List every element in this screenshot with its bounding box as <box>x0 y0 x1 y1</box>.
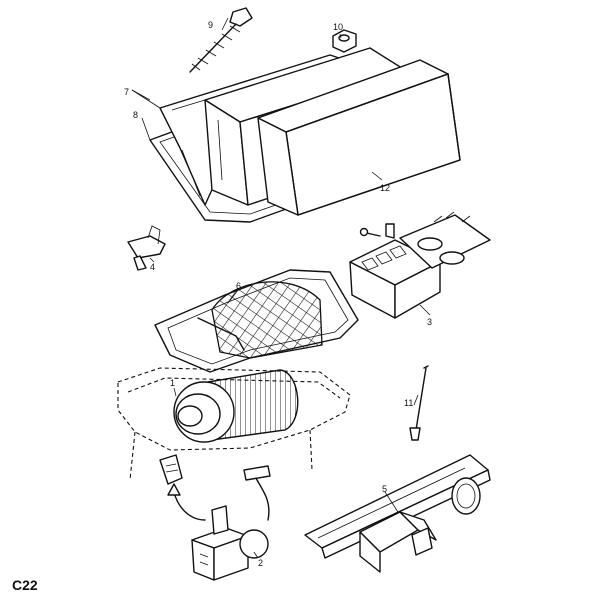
part-blower-fan <box>173 369 299 443</box>
leader-lines <box>131 17 431 559</box>
diagram-code: C22 <box>12 577 38 593</box>
part-resistor-module <box>349 211 491 319</box>
callout-6: 6 <box>236 281 241 291</box>
part-connector <box>159 454 271 521</box>
callout-5: 5 <box>382 484 387 494</box>
part-actuator <box>191 505 269 581</box>
callout-10: 10 <box>333 22 343 32</box>
callout-7: 7 <box>124 87 129 97</box>
part-small-screw <box>359 223 395 239</box>
part-screw <box>189 7 253 73</box>
callouts: 9 10 7 8 12 4 6 3 1 11 5 2 <box>124 20 432 568</box>
callout-12: 12 <box>380 183 390 193</box>
part-pin <box>409 365 429 441</box>
part-clip <box>127 225 166 271</box>
part-mesh-guard <box>154 269 359 373</box>
callout-2: 2 <box>258 558 263 568</box>
callout-8: 8 <box>133 110 138 120</box>
callout-4: 4 <box>150 262 155 272</box>
part-pollen-filter <box>257 59 461 216</box>
callout-9: 9 <box>208 20 213 30</box>
callout-3: 3 <box>427 317 432 327</box>
part-control-panel <box>304 454 491 573</box>
callout-1: 1 <box>170 378 175 388</box>
callout-11: 11 <box>404 398 413 408</box>
part-nut <box>332 29 357 53</box>
